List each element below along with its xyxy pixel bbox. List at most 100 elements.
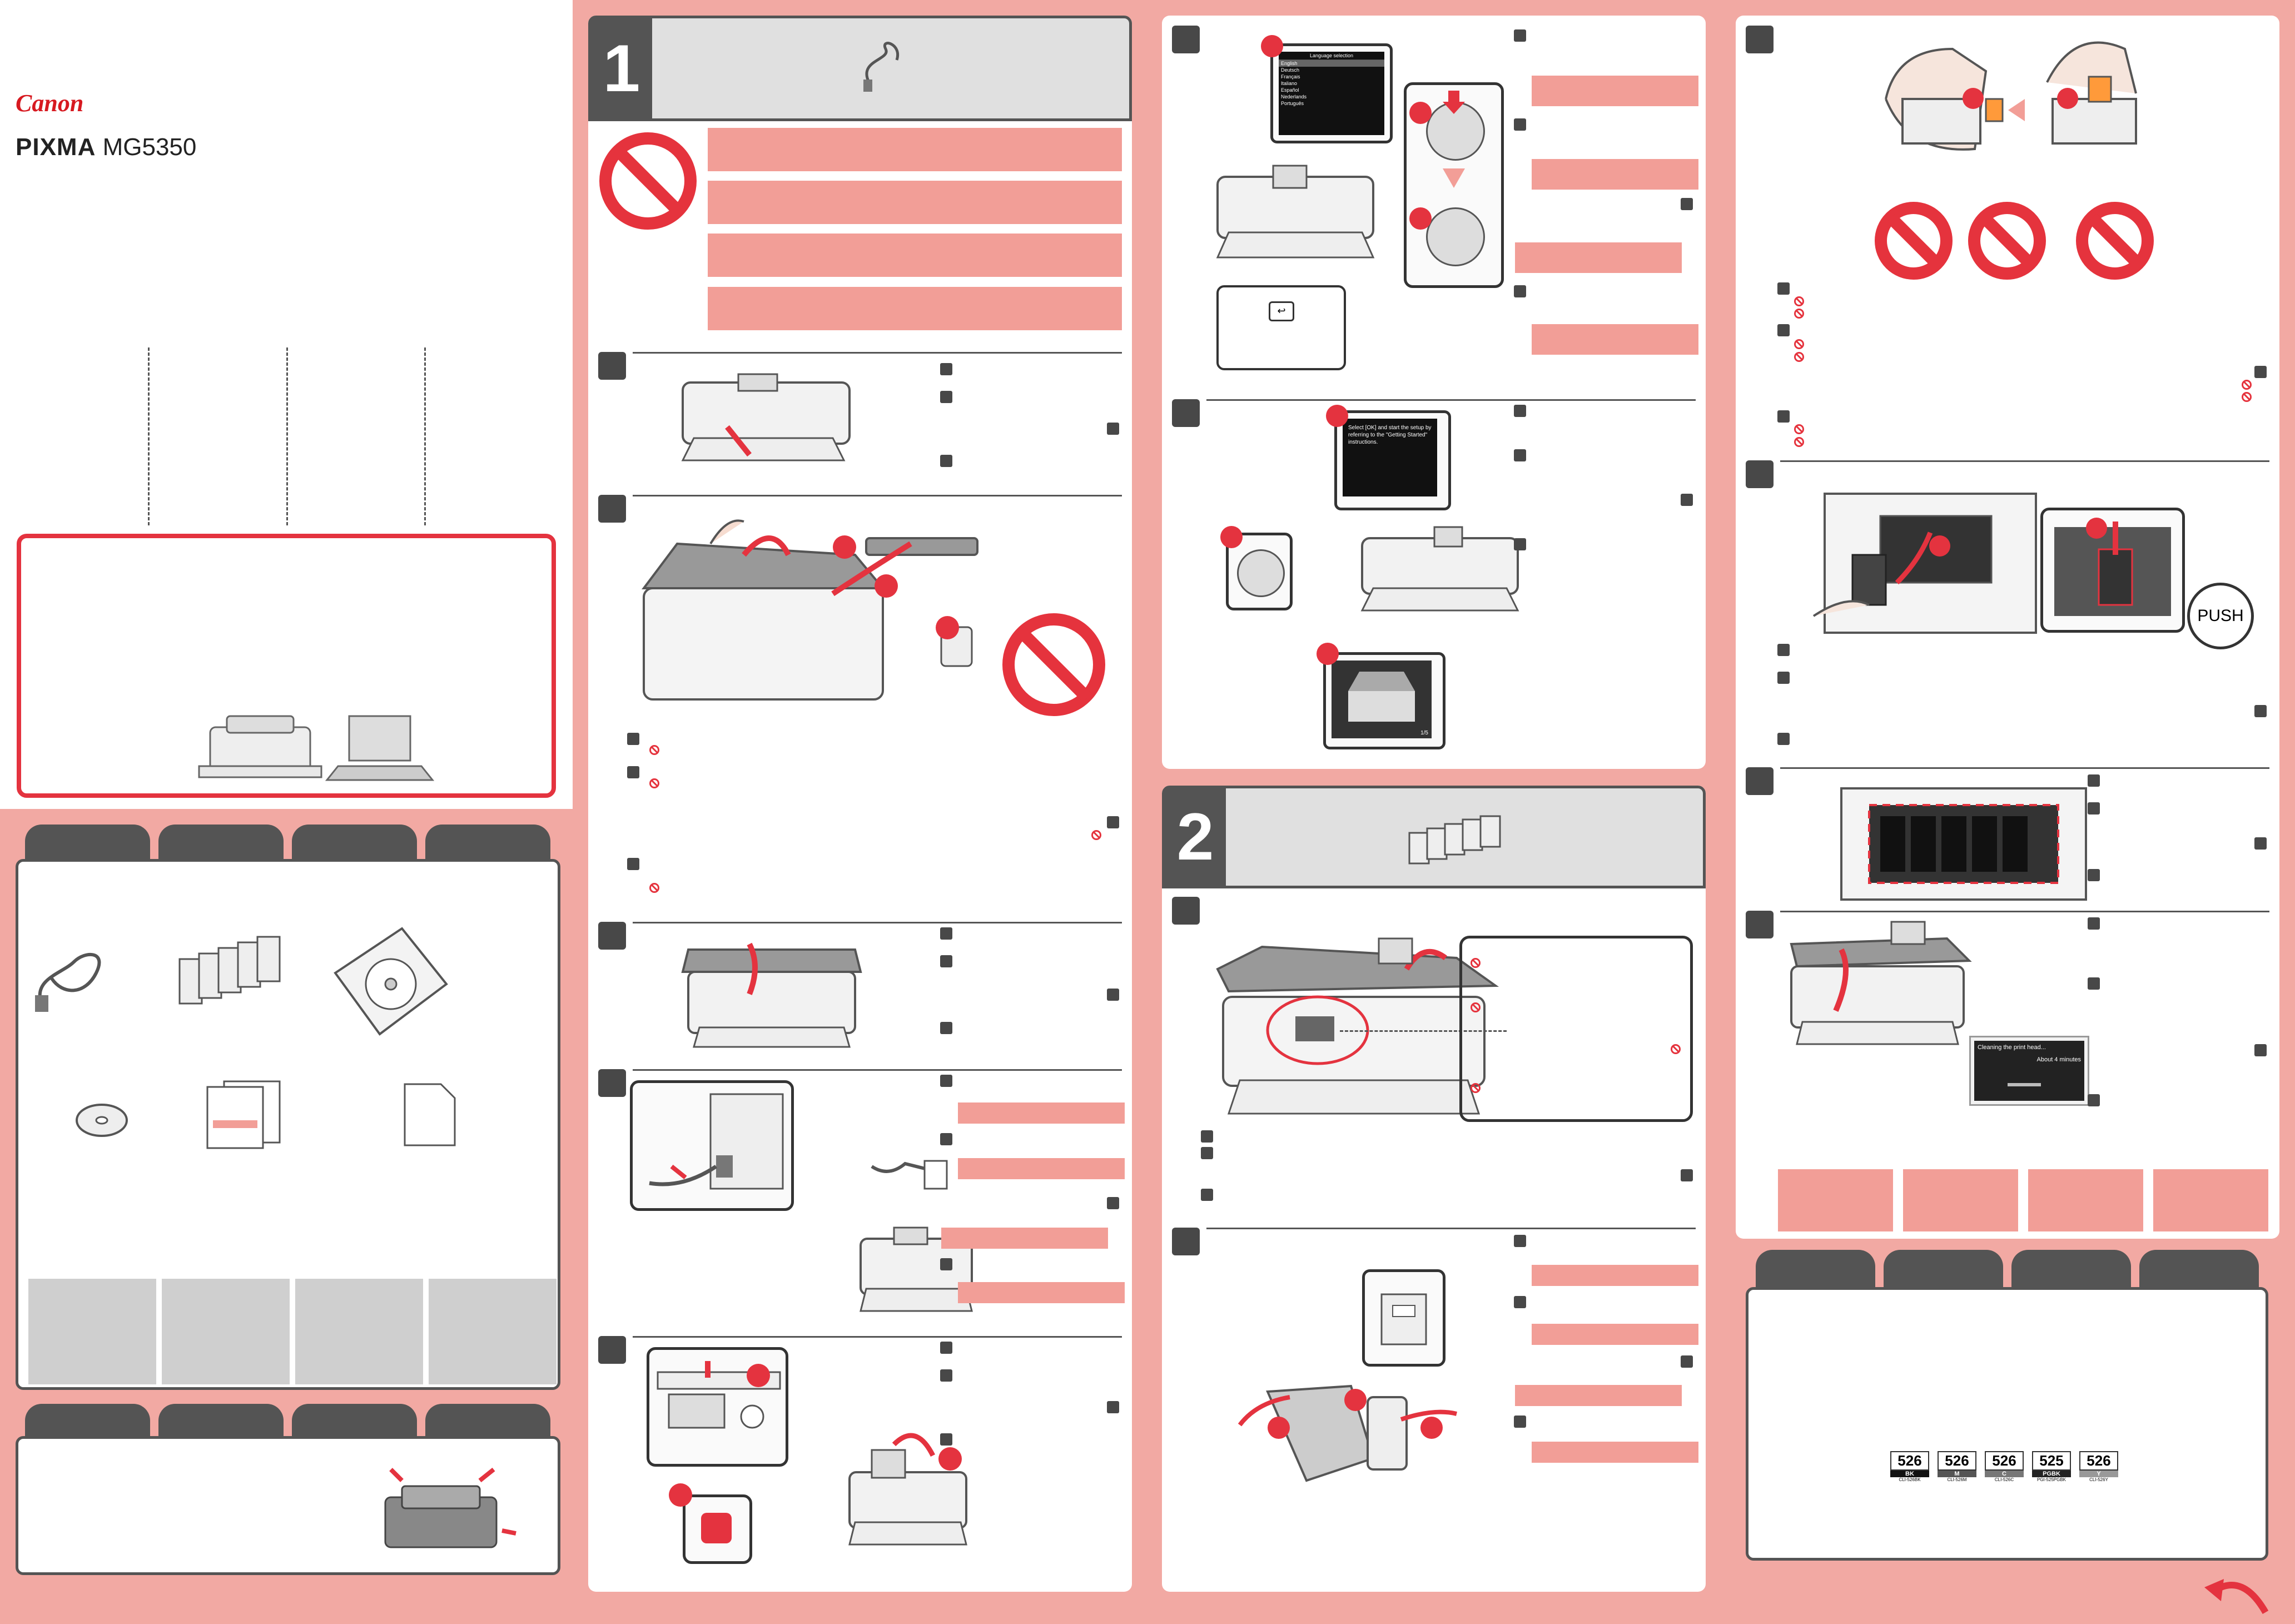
note-icon (1107, 1401, 1119, 1413)
printer-open-tray-illustration (681, 373, 851, 461)
substep-icon (1514, 538, 1526, 550)
language-option[interactable]: Español (1281, 87, 1299, 93)
caution-icon (649, 883, 659, 893)
substep-icon (2088, 869, 2100, 881)
note-icon (1107, 1197, 1119, 1209)
callout-marker (1220, 526, 1243, 548)
caution-icon (1671, 1044, 1681, 1054)
dial-icon[interactable] (1426, 207, 1485, 266)
step-number-icon (1172, 399, 1200, 427)
pointer-line (1340, 1030, 1507, 1032)
note-icon (2254, 366, 2267, 378)
power-cord-illustration (35, 953, 101, 1012)
divider (633, 352, 1122, 354)
substep-icon (1514, 1235, 1526, 1247)
language-option[interactable]: Nederlands (1281, 94, 1307, 100)
caution-icon (2242, 392, 2252, 402)
callout-marker (1963, 88, 1984, 109)
callout-marker (1409, 102, 1432, 124)
section-tab (425, 825, 550, 861)
substep-icon (1777, 282, 1790, 295)
warning-bar (708, 128, 1122, 171)
substep-icon (940, 1342, 952, 1354)
language-option[interactable]: Italiano (1281, 81, 1298, 86)
label-bar (1532, 1442, 1698, 1463)
substep-icon (940, 391, 952, 403)
ink-number: 526 (1890, 1451, 1929, 1471)
callout-marker (1317, 643, 1339, 665)
lcd-screen: Cleaning the print head... About 4 minut… (1974, 1041, 2084, 1101)
ink-lock-callout (2040, 508, 2185, 633)
ok-button[interactable] (1237, 549, 1285, 597)
label-bar (941, 1228, 1108, 1249)
ink-install-panel: PUSH Cleaning the print head... About 4 … (1736, 16, 2279, 1239)
section2-header: 2 (1162, 786, 1706, 888)
arrow-down-icon (1437, 85, 1471, 118)
step-number-icon (1172, 1228, 1200, 1255)
model-name: MG5350 (102, 133, 197, 161)
step-number-icon (598, 352, 626, 380)
gray-box (429, 1279, 557, 1384)
open-scanner-unit-illustration (1216, 937, 1499, 1115)
caution-icon (1794, 339, 1804, 349)
pixma-mark: PIXMA (16, 133, 96, 161)
ink-number: 525 (2032, 1451, 2071, 1471)
ink-number: 526 (1938, 1451, 1976, 1471)
page-indicator: 1/5 (1420, 730, 1428, 736)
callout-marker (747, 1364, 770, 1387)
back-icon[interactable]: ↩ (1269, 301, 1294, 321)
push-label: PUSH (2187, 583, 2254, 649)
info-block (1903, 1169, 2018, 1231)
caution-icon (2242, 380, 2252, 390)
warning-bar (708, 181, 1122, 224)
step-number-icon (1746, 767, 1774, 795)
substep-icon (1514, 118, 1526, 131)
ink-number: 526 (1985, 1451, 2024, 1471)
substep-icon (940, 455, 952, 467)
printer-front-illustration (1216, 165, 1375, 259)
substep-icon (1777, 733, 1790, 745)
language-option[interactable]: Português (1281, 101, 1304, 106)
manuals-illustration (206, 1080, 281, 1149)
step-number-icon (598, 495, 626, 523)
page-turn-arrow-icon (2204, 1579, 2269, 1615)
section-tab (425, 1404, 550, 1440)
ink-item: 526 C CLI-526C (1985, 1451, 2024, 1482)
language-option[interactable]: English (1279, 60, 1384, 67)
step-number-icon (1172, 26, 1200, 53)
ink-code: PGBK (2032, 1471, 2071, 1477)
operation-panel-callout (647, 1347, 788, 1467)
cleaning-title: Cleaning the print head... (1978, 1044, 2046, 1051)
remove-tape-illustration (642, 519, 978, 701)
substep-icon (627, 766, 639, 778)
substep-icon (627, 733, 639, 745)
printer-plug-illustration (860, 1160, 973, 1312)
language-option[interactable]: Français (1281, 74, 1300, 80)
substep-icon (940, 1369, 952, 1382)
section-tab (292, 1404, 417, 1440)
divider (633, 922, 1122, 923)
ink-item: 526 Y CLI-526Y (2079, 1451, 2118, 1482)
section-tab (25, 1404, 150, 1440)
substep-icon (2088, 774, 2100, 787)
fold-line (424, 347, 426, 525)
section-tab (158, 1404, 284, 1440)
substep-icon (1201, 1130, 1213, 1143)
language-option[interactable]: Deutsch (1281, 67, 1300, 73)
note-icon (2254, 837, 2267, 850)
callout-marker (1344, 1389, 1367, 1411)
callout-marker (833, 535, 856, 559)
gray-box (295, 1279, 423, 1384)
ink-number: 526 (2079, 1451, 2118, 1471)
power-socket-callout (630, 1080, 794, 1211)
substep-icon (940, 955, 952, 967)
ink-code: M (1938, 1471, 1976, 1477)
step-number-icon (598, 1069, 626, 1097)
substep-icon (1514, 1416, 1526, 1428)
section1-number: 1 (591, 18, 652, 118)
remove-orange-cap-illustration (1885, 41, 2137, 151)
ink-list: 526 BK CLI-526BK 526 M CLI-526M 526 C CL… (1890, 1451, 2124, 1504)
callout-marker (1409, 207, 1432, 230)
label-bar (1515, 1385, 1682, 1406)
note-icon (1107, 816, 1119, 828)
